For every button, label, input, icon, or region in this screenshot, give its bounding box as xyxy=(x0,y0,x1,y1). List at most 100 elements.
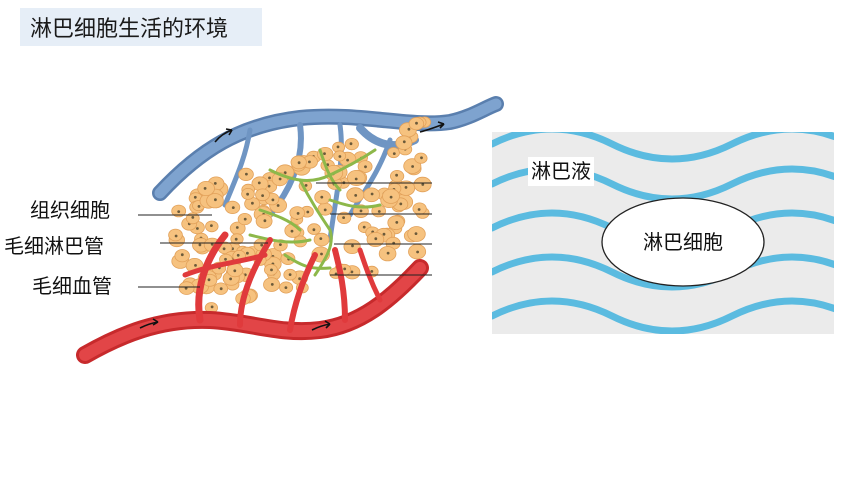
cell-nucleus xyxy=(267,184,271,188)
cell-nucleus xyxy=(319,237,323,241)
cell-nucleus xyxy=(210,224,213,228)
flow-arrows xyxy=(139,121,445,331)
cell-nucleus xyxy=(283,171,287,175)
cell-nucleus xyxy=(421,183,425,186)
cell-nucleus xyxy=(193,195,197,199)
cell-nucleus xyxy=(246,192,250,196)
cell-nucleus xyxy=(323,152,326,156)
cell-nucleus xyxy=(306,210,310,214)
cell-nucleus xyxy=(370,270,374,273)
cell-nucleus xyxy=(177,210,181,214)
cell-nucleus xyxy=(194,264,197,267)
cell-nucleus xyxy=(243,217,247,221)
cell-nucleus xyxy=(261,194,264,198)
cell-nucleus xyxy=(402,140,406,144)
cell-nucleus xyxy=(411,165,414,168)
cell-nucleus xyxy=(278,177,282,181)
title-box: 淋巴细胞生活的环境 xyxy=(20,8,262,46)
cell-nucleus xyxy=(219,287,223,291)
cell-nucleus xyxy=(338,155,342,158)
cell-nucleus xyxy=(290,229,294,233)
lymph-capillaries xyxy=(248,148,382,277)
artery-vessel xyxy=(76,231,429,364)
cell-nucleus xyxy=(386,251,390,255)
cell-nucleus xyxy=(354,194,358,197)
cell-nucleus xyxy=(222,247,226,251)
cell-nucleus xyxy=(346,158,349,162)
cell-nucleus xyxy=(210,242,214,246)
cell-nucleus xyxy=(377,210,381,213)
cell-nucleus xyxy=(229,277,233,281)
cell-nucleus xyxy=(279,243,282,247)
cell-nucleus xyxy=(236,253,240,257)
cell-nucleus xyxy=(214,198,217,202)
cell-nucleus xyxy=(263,219,267,223)
cell-nucleus xyxy=(320,195,324,199)
cell-nucleus xyxy=(234,237,238,241)
cell-nucleus xyxy=(336,145,340,149)
cell-nucleus xyxy=(235,226,239,229)
cell-nucleus xyxy=(416,250,419,254)
cell-nucleus xyxy=(370,192,374,196)
cell-nucleus xyxy=(288,273,292,276)
cell-nucleus xyxy=(374,237,378,241)
cell-nucleus xyxy=(351,244,354,248)
cell-nucleus xyxy=(197,205,201,208)
lymphocyte-cell xyxy=(601,197,765,287)
cell-nucleus xyxy=(304,184,308,187)
cell-nucleus xyxy=(399,202,403,206)
cell-nucleus xyxy=(392,152,396,156)
cell-nucleus xyxy=(312,228,316,232)
cell-nucleus xyxy=(296,212,300,215)
lymphocyte-label: 淋巴细胞 xyxy=(643,230,723,254)
cell-nucleus xyxy=(414,232,418,236)
cell-nucleus xyxy=(203,187,207,190)
cell-nucleus xyxy=(343,267,347,271)
cell-nucleus xyxy=(180,253,184,257)
cell-nucleus xyxy=(420,156,423,160)
cell-nucleus xyxy=(320,252,323,256)
cell-nucleus xyxy=(245,172,248,176)
cell-nucleus xyxy=(210,305,214,309)
cell-nucleus xyxy=(196,227,199,230)
cell-nucleus xyxy=(213,182,217,185)
cell-nucleus xyxy=(364,165,367,169)
label-tissue-cell: 组织细胞 xyxy=(30,198,110,222)
cell-nucleus xyxy=(270,268,273,272)
cell-nucleus xyxy=(362,225,366,229)
cell-nucleus xyxy=(417,208,421,211)
cell-nucleus xyxy=(382,232,386,236)
cell-nucleus xyxy=(268,176,271,180)
label-blood-capillary: 毛细血管 xyxy=(32,274,112,298)
cell-nucleus xyxy=(298,277,301,281)
cell-nucleus xyxy=(342,216,345,220)
cell-nucleus xyxy=(395,221,399,224)
cell-nucleus xyxy=(233,269,237,273)
cell-nucleus xyxy=(246,251,249,255)
cell-nucleus xyxy=(308,160,311,164)
page-title: 淋巴细胞生活的环境 xyxy=(30,17,229,42)
cell-nucleus xyxy=(359,209,363,213)
cell-nucleus xyxy=(271,198,275,202)
cell-nucleus xyxy=(350,270,354,274)
cell-nucleus xyxy=(270,283,274,286)
cell-nucleus xyxy=(323,208,327,212)
lymph-fluid-label: 淋巴液 xyxy=(528,157,594,186)
cell-nucleus xyxy=(349,142,353,146)
cell-nucleus xyxy=(415,121,418,125)
cell-nucleus xyxy=(224,257,227,261)
cell-nucleus xyxy=(354,177,358,181)
cell-nucleus xyxy=(207,278,211,282)
leader-lines xyxy=(138,182,432,288)
label-lymph-capillary: 毛细淋巴管 xyxy=(4,234,104,258)
cell-nucleus xyxy=(231,206,235,210)
cell-nucleus xyxy=(198,243,202,247)
cell-nucleus xyxy=(174,234,178,238)
cell-nucleus xyxy=(389,195,393,199)
cell-nucleus xyxy=(395,173,398,177)
cell-nucleus xyxy=(260,243,264,247)
cell-nucleus xyxy=(404,186,408,189)
cell-nucleus xyxy=(257,181,261,185)
cell-nucleus xyxy=(191,216,195,219)
